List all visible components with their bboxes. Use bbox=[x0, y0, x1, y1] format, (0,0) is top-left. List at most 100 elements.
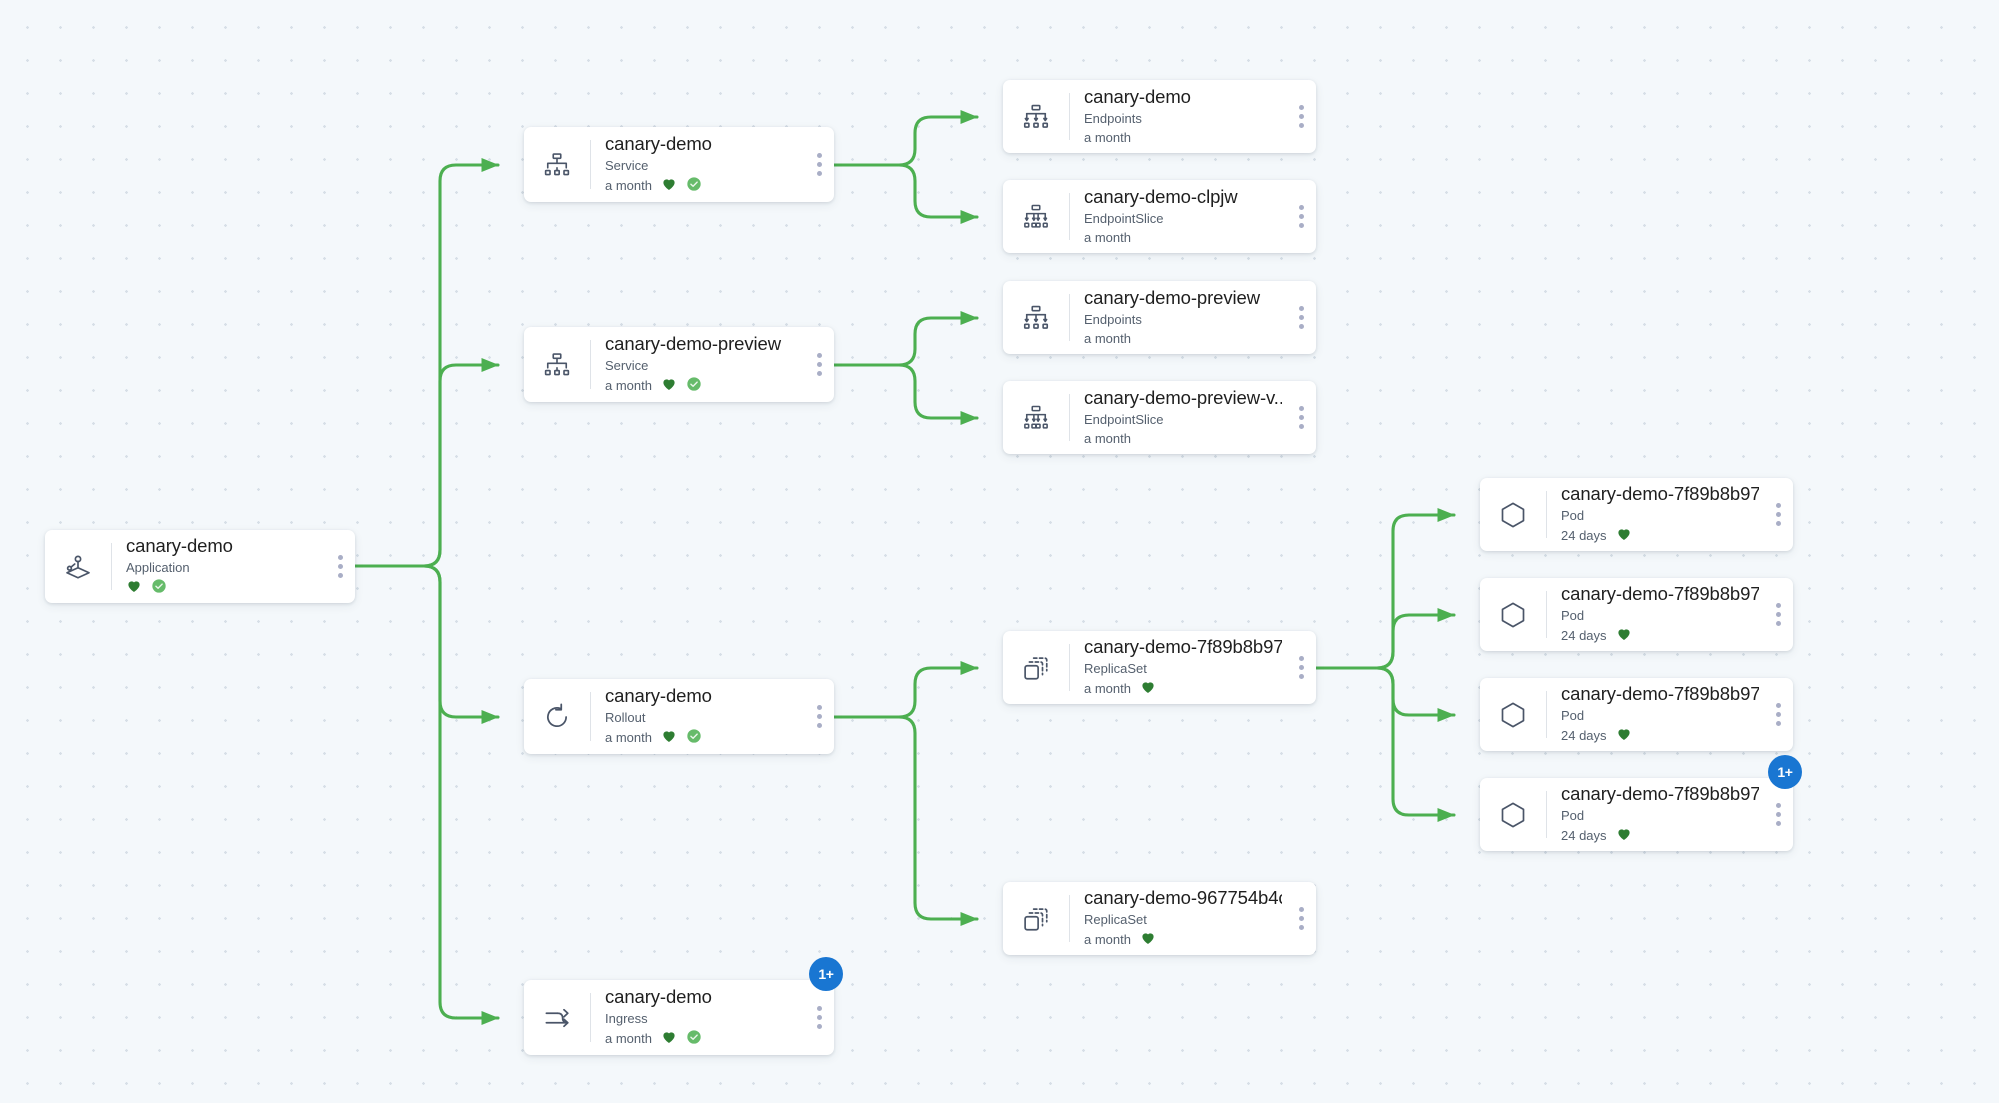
node-divider bbox=[1069, 294, 1070, 341]
health-status-icon bbox=[661, 376, 677, 397]
node-title: canary-demo-7f89b8b97... bbox=[1561, 582, 1759, 604]
node-meta: a month bbox=[1084, 129, 1282, 147]
resource-count-badge[interactable]: 1+ bbox=[809, 957, 843, 991]
node-menu-button[interactable] bbox=[1763, 678, 1793, 751]
node-divider bbox=[1069, 193, 1070, 240]
node-age: a month bbox=[605, 1031, 652, 1046]
resource-node-pod-4[interactable]: canary-demo-7f89b8b97... Pod 24 days bbox=[1480, 778, 1803, 861]
node-menu-button[interactable] bbox=[1763, 778, 1793, 851]
node-age: a month bbox=[1084, 230, 1131, 245]
rollout-icon bbox=[524, 679, 590, 754]
health-status-icon bbox=[126, 578, 142, 599]
pod-icon bbox=[1480, 778, 1546, 851]
node-divider bbox=[590, 993, 591, 1042]
node-age: a month bbox=[1084, 130, 1131, 145]
resource-count-badge[interactable]: 1+ bbox=[1768, 755, 1802, 789]
node-age: 24 days bbox=[1561, 828, 1607, 843]
node-divider bbox=[1069, 93, 1070, 140]
node-title: canary-demo bbox=[1084, 86, 1191, 107]
node-menu-button[interactable] bbox=[1286, 381, 1316, 454]
node-title: canary-demo-7f89b8b978 bbox=[1084, 635, 1282, 657]
node-divider bbox=[1069, 394, 1070, 441]
node-age: a month bbox=[605, 730, 652, 745]
node-kind: Pod bbox=[1561, 507, 1585, 523]
node-menu-button[interactable] bbox=[1763, 478, 1793, 551]
node-menu-button[interactable] bbox=[1763, 578, 1793, 651]
node-title: canary-demo-967754b4c bbox=[1084, 886, 1282, 908]
health-status-icon bbox=[1140, 930, 1156, 951]
health-status-icon bbox=[661, 728, 677, 749]
health-status-icon bbox=[1140, 679, 1156, 700]
node-title: canary-demo-clpjw bbox=[1084, 186, 1238, 207]
ingress-icon bbox=[524, 980, 590, 1055]
node-kind: ReplicaSet bbox=[1084, 660, 1147, 676]
node-title: canary-demo-preview bbox=[605, 332, 781, 354]
node-kind: Service bbox=[605, 357, 649, 373]
node-menu-button[interactable] bbox=[804, 679, 834, 754]
node-divider bbox=[590, 140, 591, 189]
pod-icon bbox=[1480, 578, 1546, 651]
node-meta: 24 days bbox=[1561, 526, 1759, 547]
health-status-icon bbox=[661, 176, 677, 197]
sync-status-icon bbox=[686, 376, 702, 397]
node-menu-button[interactable] bbox=[325, 530, 355, 603]
node-age: a month bbox=[1084, 331, 1131, 346]
node-menu-button[interactable] bbox=[1286, 882, 1316, 955]
node-divider bbox=[1546, 791, 1547, 838]
node-meta: a month bbox=[1084, 679, 1282, 700]
node-kind: Application bbox=[126, 559, 190, 575]
node-menu-button[interactable] bbox=[1286, 180, 1316, 253]
node-menu-button[interactable] bbox=[804, 327, 834, 402]
sync-status-icon bbox=[151, 578, 167, 599]
node-kind: Pod bbox=[1561, 807, 1585, 823]
argo-application-icon bbox=[45, 530, 111, 603]
replicaset-icon bbox=[1003, 631, 1069, 704]
node-title: canary-demo-preview bbox=[1084, 287, 1260, 308]
pod-icon bbox=[1480, 678, 1546, 751]
node-menu-button[interactable] bbox=[804, 127, 834, 202]
endpointslice-icon bbox=[1003, 381, 1069, 454]
service-icon bbox=[524, 127, 590, 202]
node-kind: EndpointSlice bbox=[1084, 211, 1164, 226]
health-status-icon bbox=[1616, 826, 1632, 847]
node-menu-button[interactable] bbox=[1286, 80, 1316, 153]
node-menu-button[interactable] bbox=[1286, 631, 1316, 704]
node-title: canary-demo-7f89b8b97... bbox=[1561, 782, 1759, 804]
node-meta bbox=[126, 578, 321, 599]
node-meta: a month bbox=[605, 176, 800, 197]
sync-status-icon bbox=[686, 728, 702, 749]
node-menu-button[interactable] bbox=[804, 980, 834, 1055]
node-title: canary-demo-preview-v... bbox=[1084, 387, 1282, 408]
node-divider bbox=[1546, 691, 1547, 738]
node-divider bbox=[1069, 895, 1070, 942]
node-title: canary-demo-7f89b8b97... bbox=[1561, 682, 1759, 704]
node-meta: 24 days bbox=[1561, 726, 1759, 747]
node-divider bbox=[111, 543, 112, 590]
health-status-icon bbox=[661, 1029, 677, 1050]
node-age: a month bbox=[605, 378, 652, 393]
node-menu-button[interactable] bbox=[1286, 281, 1316, 354]
health-status-icon bbox=[1616, 626, 1632, 647]
